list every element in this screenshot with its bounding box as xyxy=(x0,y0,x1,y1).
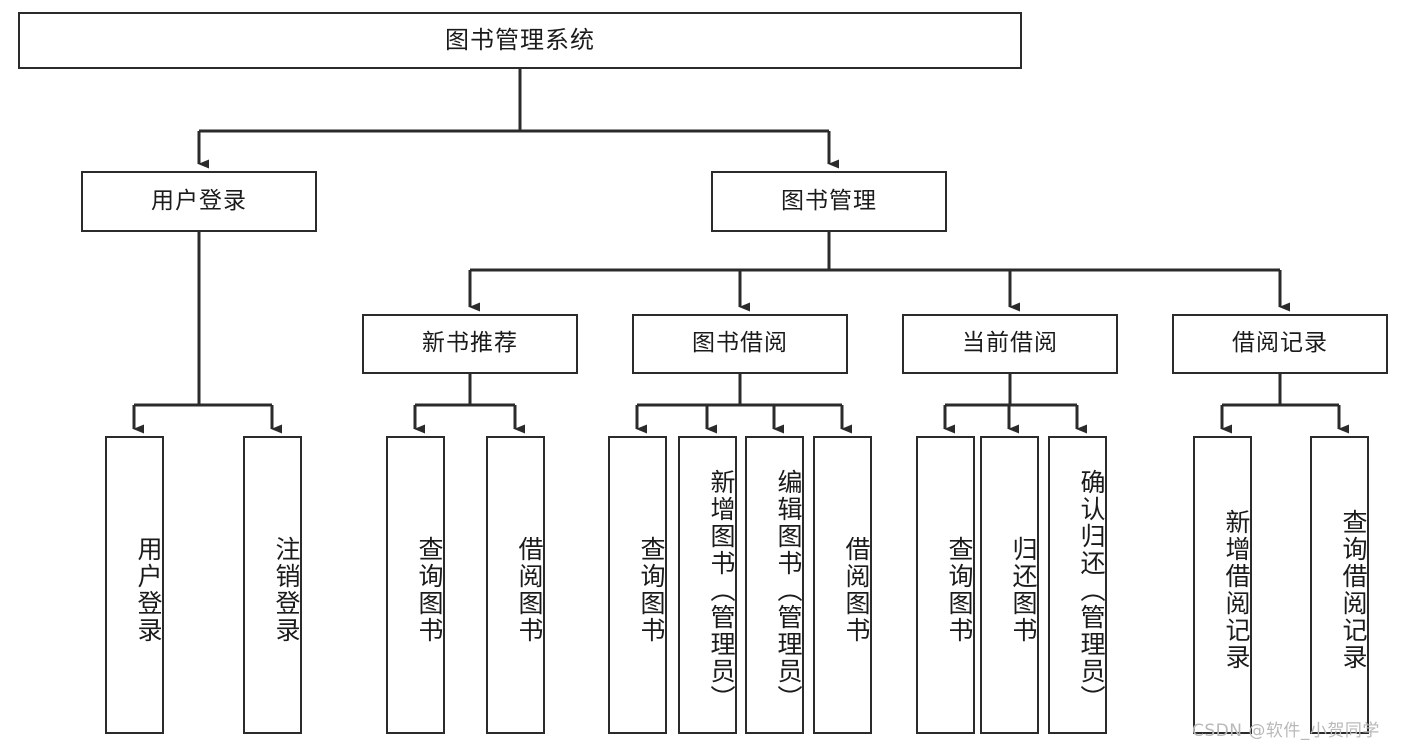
node-borrow-record-label: 借阅记录 xyxy=(1232,330,1328,357)
leaf-query-book-recommend-label: 查询图书 xyxy=(415,536,444,644)
node-new-book-recommend[interactable]: 新书推荐 xyxy=(362,314,578,374)
node-book-manage[interactable]: 图书管理 xyxy=(711,171,947,232)
leaf-query-book-current-label: 查询图书 xyxy=(945,536,974,644)
leaf-borrow-book[interactable]: 借阅图书 xyxy=(813,436,872,734)
node-new-book-recommend-label: 新书推荐 xyxy=(422,330,518,357)
leaf-query-book-recommend[interactable]: 查询图书 xyxy=(386,436,445,734)
leaf-confirm-return-admin[interactable]: 确认归还（管理员） xyxy=(1048,436,1107,734)
node-user-login[interactable]: 用户登录 xyxy=(81,171,317,232)
leaf-add-borrow-record[interactable]: 新增借阅记录 xyxy=(1193,436,1252,734)
node-book-borrow[interactable]: 图书借阅 xyxy=(632,314,848,374)
leaf-query-borrow-record-label: 查询借阅记录 xyxy=(1339,509,1368,671)
leaf-borrow-book-label: 借阅图书 xyxy=(842,536,871,644)
leaf-logout[interactable]: 注销登录 xyxy=(243,436,302,734)
leaf-query-book-current[interactable]: 查询图书 xyxy=(916,436,975,734)
leaf-add-book-admin-label: 新增图书（管理员） xyxy=(707,468,736,712)
node-book-borrow-label: 图书借阅 xyxy=(692,330,788,357)
leaf-query-book-borrow-label: 查询图书 xyxy=(637,536,666,644)
node-current-borrow-label: 当前借阅 xyxy=(962,330,1058,357)
node-root-label: 图书管理系统 xyxy=(445,26,595,55)
leaf-return-book[interactable]: 归还图书 xyxy=(980,436,1039,734)
watermark: CSDN @软件_小贺同学 xyxy=(1192,721,1380,741)
node-book-manage-label: 图书管理 xyxy=(781,187,877,214)
node-user-login-label: 用户登录 xyxy=(151,187,247,214)
leaf-add-book-admin[interactable]: 新增图书（管理员） xyxy=(678,436,737,734)
leaf-user-login-label: 用户登录 xyxy=(134,536,163,644)
leaf-confirm-return-admin-label: 确认归还（管理员） xyxy=(1077,468,1106,712)
leaf-return-book-label: 归还图书 xyxy=(1009,536,1038,644)
leaf-query-borrow-record[interactable]: 查询借阅记录 xyxy=(1310,436,1369,734)
leaf-borrow-book-recommend-label: 借阅图书 xyxy=(515,536,544,644)
leaf-edit-book-admin[interactable]: 编辑图书（管理员） xyxy=(745,436,804,734)
leaf-edit-book-admin-label: 编辑图书（管理员） xyxy=(774,468,803,712)
leaf-logout-label: 注销登录 xyxy=(272,536,301,644)
node-root[interactable]: 图书管理系统 xyxy=(18,12,1022,69)
node-borrow-record[interactable]: 借阅记录 xyxy=(1172,314,1388,374)
node-current-borrow[interactable]: 当前借阅 xyxy=(902,314,1118,374)
leaf-add-borrow-record-label: 新增借阅记录 xyxy=(1222,509,1251,671)
leaf-borrow-book-recommend[interactable]: 借阅图书 xyxy=(486,436,545,734)
leaf-query-book-borrow[interactable]: 查询图书 xyxy=(608,436,667,734)
leaf-user-login[interactable]: 用户登录 xyxy=(105,436,164,734)
